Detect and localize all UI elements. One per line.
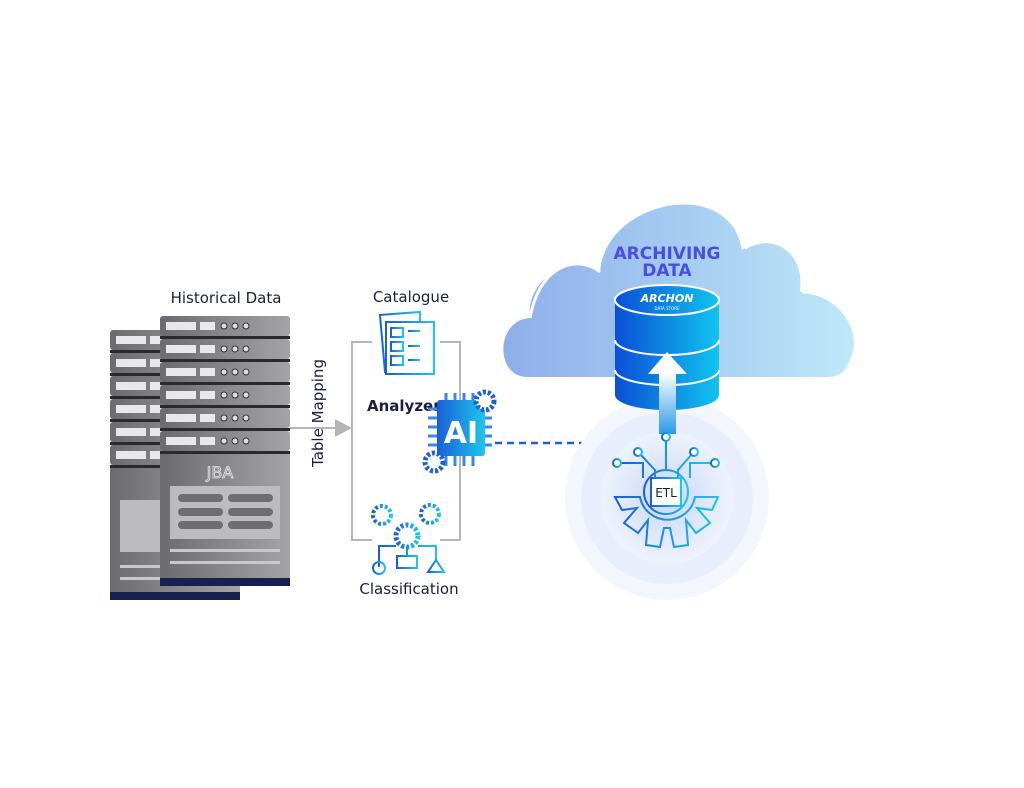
catalogue-icon [378,310,435,375]
archon-logo: ARCHON [640,292,694,305]
server-front-icon: JBA [159,315,291,586]
server-brand: JBA [206,463,234,482]
ai-text: AI [444,416,478,451]
analyzer-label: Analyzer [367,397,441,415]
catalogue-label: Catalogue [373,288,449,306]
mapping-arrow-icon [335,419,352,437]
archiving-title-line2: DATA [642,261,692,281]
table-mapping-label: Table Mapping [309,359,327,468]
etl-label: ETL [655,486,677,500]
archon-logo-tagline: DATA STORE [654,306,679,311]
classification-icon [371,503,446,575]
upload-arrow-icon [648,352,687,434]
ai-chip-icon: AI [422,389,497,474]
etl-gear-icon [612,432,720,549]
historical-data-label: Historical Data [171,289,282,307]
classification-label: Classification [359,580,458,598]
archiving-title-line1: ARCHIVING [614,244,721,264]
